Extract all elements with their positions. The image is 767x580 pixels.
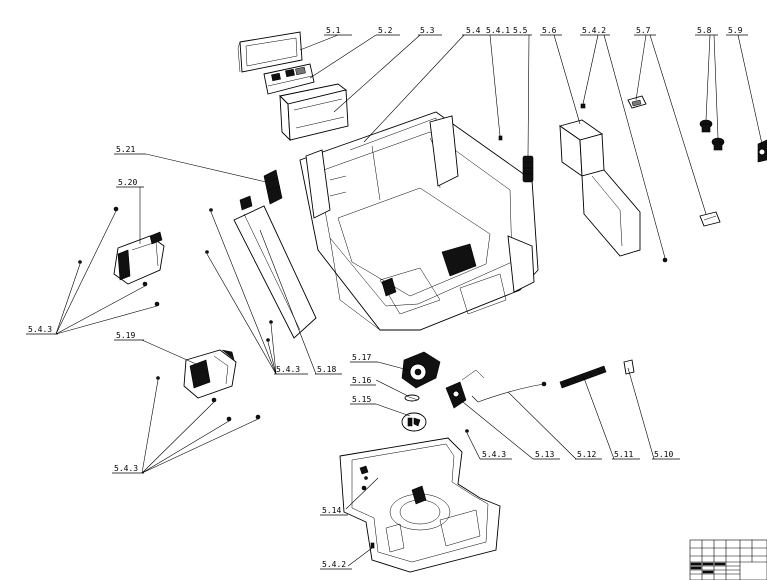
callout-5-19: 5.19 [114,331,144,341]
callout-5-10: 5.10 [652,450,680,460]
callout-5-9: 5.9 [726,26,748,36]
svg-text:5.18: 5.18 [317,365,336,374]
part-long-rail [558,119,641,257]
part-clip-5-10 [623,359,635,375]
svg-text:5.3: 5.3 [420,26,435,35]
svg-text:5.4.2: 5.4.2 [322,560,346,569]
svg-text:5.10: 5.10 [654,450,673,459]
part-pump-5-17 [401,351,441,389]
title-block [689,539,767,580]
svg-text:5.21: 5.21 [116,145,135,154]
svg-text:5.14: 5.14 [322,506,341,515]
svg-text:5.6: 5.6 [542,26,557,35]
callout-5-4-1: 5.4.1 [486,26,512,36]
callout-5-4-3-right: 5.4.3 [480,450,512,460]
callout-5-2: 5.2 [376,26,400,36]
part-valve-5-9 [757,139,767,163]
callout-5-17: 5.17 [350,353,378,363]
callout-5-11: 5.11 [612,450,640,460]
svg-text:5.8: 5.8 [697,26,712,35]
part-screw-5-4-2-bottom [370,542,375,549]
svg-text:5.4.2: 5.4.2 [582,26,606,35]
part-main-base-frame [299,111,539,331]
callout-5-4-3-mid: 5.4.3 [274,365,308,375]
svg-text:5.9: 5.9 [728,26,743,35]
callout-5-8: 5.8 [695,26,718,36]
part-foot-left-5-8 [699,119,713,133]
part-controller-box [279,83,349,142]
part-bracket-5-19 [183,349,237,399]
callout-5-15: 5.15 [350,395,376,405]
part-circuit-board [263,63,315,95]
callout-5-6: 5.6 [540,26,562,36]
part-clip-5-16 [404,394,420,402]
callout-5-5: 5.5 [512,26,532,36]
svg-text:5.2: 5.2 [378,26,393,35]
callout-labels: 5.1 5.2 5.3 5.4 5.4.1 5.5 5.6 5.4.2 [26,26,748,570]
svg-text:5.4.3: 5.4.3 [276,365,300,374]
callout-5-7: 5.7 [634,26,656,36]
part-sensor-5-13 [445,369,485,409]
callout-5-4-3-left: 5.4.3 [26,325,58,335]
svg-text:5.12: 5.12 [577,450,596,459]
part-control-panel [237,31,303,73]
callout-5-4: 5.4 [462,26,486,36]
callout-5-16: 5.16 [350,376,376,386]
svg-text:5.16: 5.16 [352,376,371,385]
callout-5-3: 5.3 [418,26,442,36]
part-clip-5-4-2-upper [580,103,586,109]
svg-text:5.4.3: 5.4.3 [28,325,52,334]
part-bracket-5-20 [113,231,165,285]
svg-text:5.1: 5.1 [326,26,341,35]
svg-text:5.20: 5.20 [118,178,137,187]
screw-group-left [78,206,160,307]
part-screw-5-4-1 [498,135,503,141]
callout-5-13: 5.13 [533,450,560,460]
callout-5-21: 5.21 [114,145,146,155]
svg-text:5.19: 5.19 [116,331,135,340]
screw-right [465,429,469,433]
svg-text:5.4.1: 5.4.1 [486,26,510,35]
part-cable-5-12 [471,381,547,403]
svg-text:5.15: 5.15 [352,395,371,404]
callout-5-4-2-bottom: 5.4.2 [320,560,352,570]
callout-5-4-2-top: 5.4.2 [580,26,610,36]
leader-lines [55,34,763,567]
part-disc-5-15 [401,412,427,432]
part-vertical-coil [522,155,534,183]
svg-text:5.5: 5.5 [513,26,528,35]
part-bracket-5-21 [263,169,283,205]
svg-text:5.7: 5.7 [636,26,651,35]
svg-text:5.4.3: 5.4.3 [114,464,138,473]
part-clip-upper-5-7 [627,95,647,109]
part-side-panel-5-18 [233,195,317,339]
screw-group-mid [205,208,273,342]
part-spring-5-11 [559,365,607,389]
svg-text:5.4: 5.4 [466,26,481,35]
callout-5-1: 5.1 [324,26,352,36]
callout-5-4-3-bottom-left: 5.4.3 [112,464,144,474]
part-clip-lower-5-7 [699,211,721,227]
svg-text:5.17: 5.17 [352,353,371,362]
part-bottom-plate-5-14 [339,437,501,573]
svg-text:5.11: 5.11 [614,450,633,459]
callout-5-12: 5.12 [575,450,602,460]
svg-text:5.4.3: 5.4.3 [482,450,506,459]
callout-5-18: 5.18 [315,365,342,375]
part-foot-right-5-8 [711,137,725,151]
callout-5-14: 5.14 [320,506,348,516]
svg-text:5.13: 5.13 [535,450,554,459]
callout-5-20: 5.20 [116,178,144,188]
part-pin-5-4-2-lower [662,257,668,263]
